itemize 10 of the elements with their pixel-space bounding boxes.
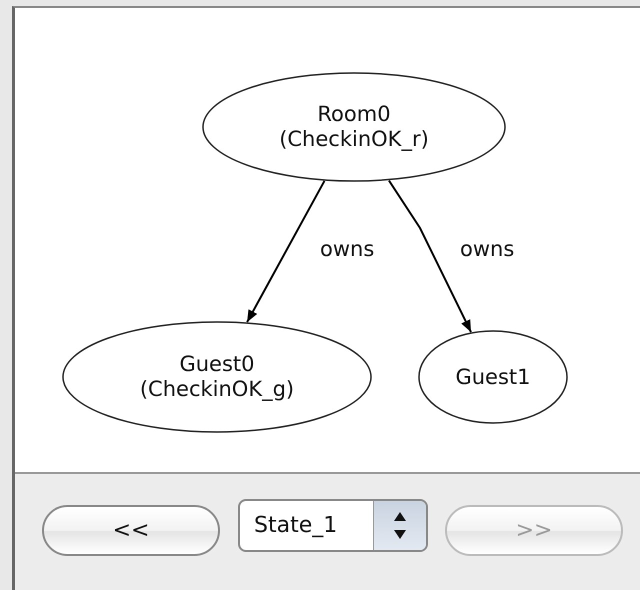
arrow — [246, 180, 326, 323]
previous-button: << — [42, 505, 220, 556]
node-label: (CheckinOK_g) — [140, 377, 294, 402]
next-button: >> — [445, 505, 623, 556]
node-label: Room0 — [317, 102, 391, 127]
node-label: Guest1 — [455, 364, 531, 390]
state-select: State_1 — [238, 499, 428, 552]
node-label: (CheckinOK_r) — [279, 127, 429, 152]
arrow — [388, 180, 472, 332]
node-label: Guest0 — [179, 352, 255, 377]
